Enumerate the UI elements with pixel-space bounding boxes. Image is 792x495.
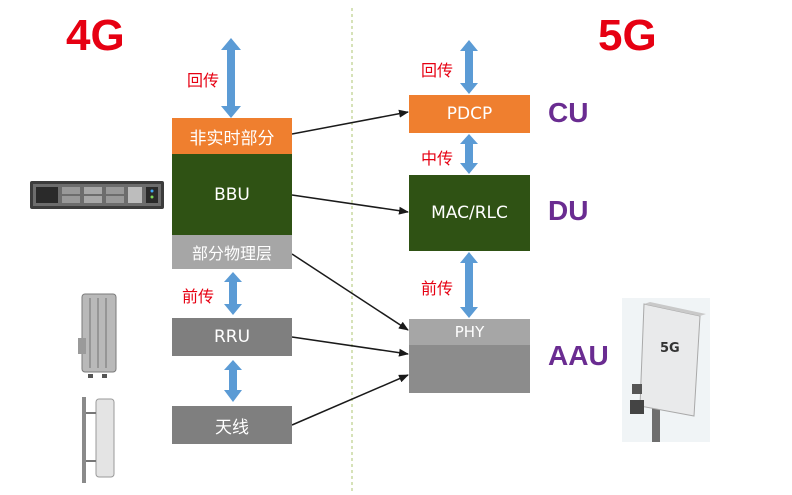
fronthaul-label-4g: 前传 (182, 287, 215, 306)
map-arrow-rru-to-aau (291, 336, 409, 357)
backhaul-label-4g: 回传 (187, 71, 220, 90)
map-arrow-antenna-to-aau (291, 374, 409, 426)
backhaul-arrow-4g (221, 38, 241, 118)
bbu-device-icon (30, 181, 164, 209)
fronthaul-arrow-4g-top (224, 272, 242, 315)
heading-4g: 4G (66, 11, 125, 60)
partial-phy-box: 部分物理层 (172, 235, 292, 269)
heading-5g: 5G (598, 11, 657, 60)
bbu-box: BBU (172, 154, 292, 235)
fronthaul-arrow-5g (460, 252, 478, 318)
du-label: DU (548, 195, 589, 226)
aau-badge-text: 5G (660, 341, 680, 356)
mac-rlc-box: MAC/RLC (409, 175, 530, 251)
midhaul-label-5g: 中传 (421, 149, 454, 168)
cu-label: CU (548, 97, 589, 128)
aau-box-body (409, 345, 530, 393)
backhaul-arrow-5g (460, 40, 478, 94)
non-realtime-box: 非实时部分 (172, 118, 292, 154)
midhaul-arrow-5g (460, 134, 478, 174)
pdcp-box: PDCP (409, 95, 530, 133)
antenna-device-icon (82, 397, 115, 483)
backhaul-label-5g: 回传 (421, 61, 454, 80)
fronthaul-label-5g: 前传 (421, 279, 454, 298)
rru-box: RRU (172, 318, 292, 356)
map-arrow-phy-to-phy (291, 253, 409, 331)
fronthaul-arrow-4g-bottom (224, 360, 242, 402)
aau-device-icon: 5G (622, 298, 710, 442)
aau-label: AAU (548, 340, 609, 371)
antenna-box: 天线 (172, 406, 292, 444)
map-arrow-nonrealtime-to-pdcp (291, 109, 409, 135)
map-arrow-bbu-to-macrlc (291, 194, 409, 215)
phy-box: PHY (409, 319, 530, 345)
rru-device-icon (78, 293, 117, 378)
